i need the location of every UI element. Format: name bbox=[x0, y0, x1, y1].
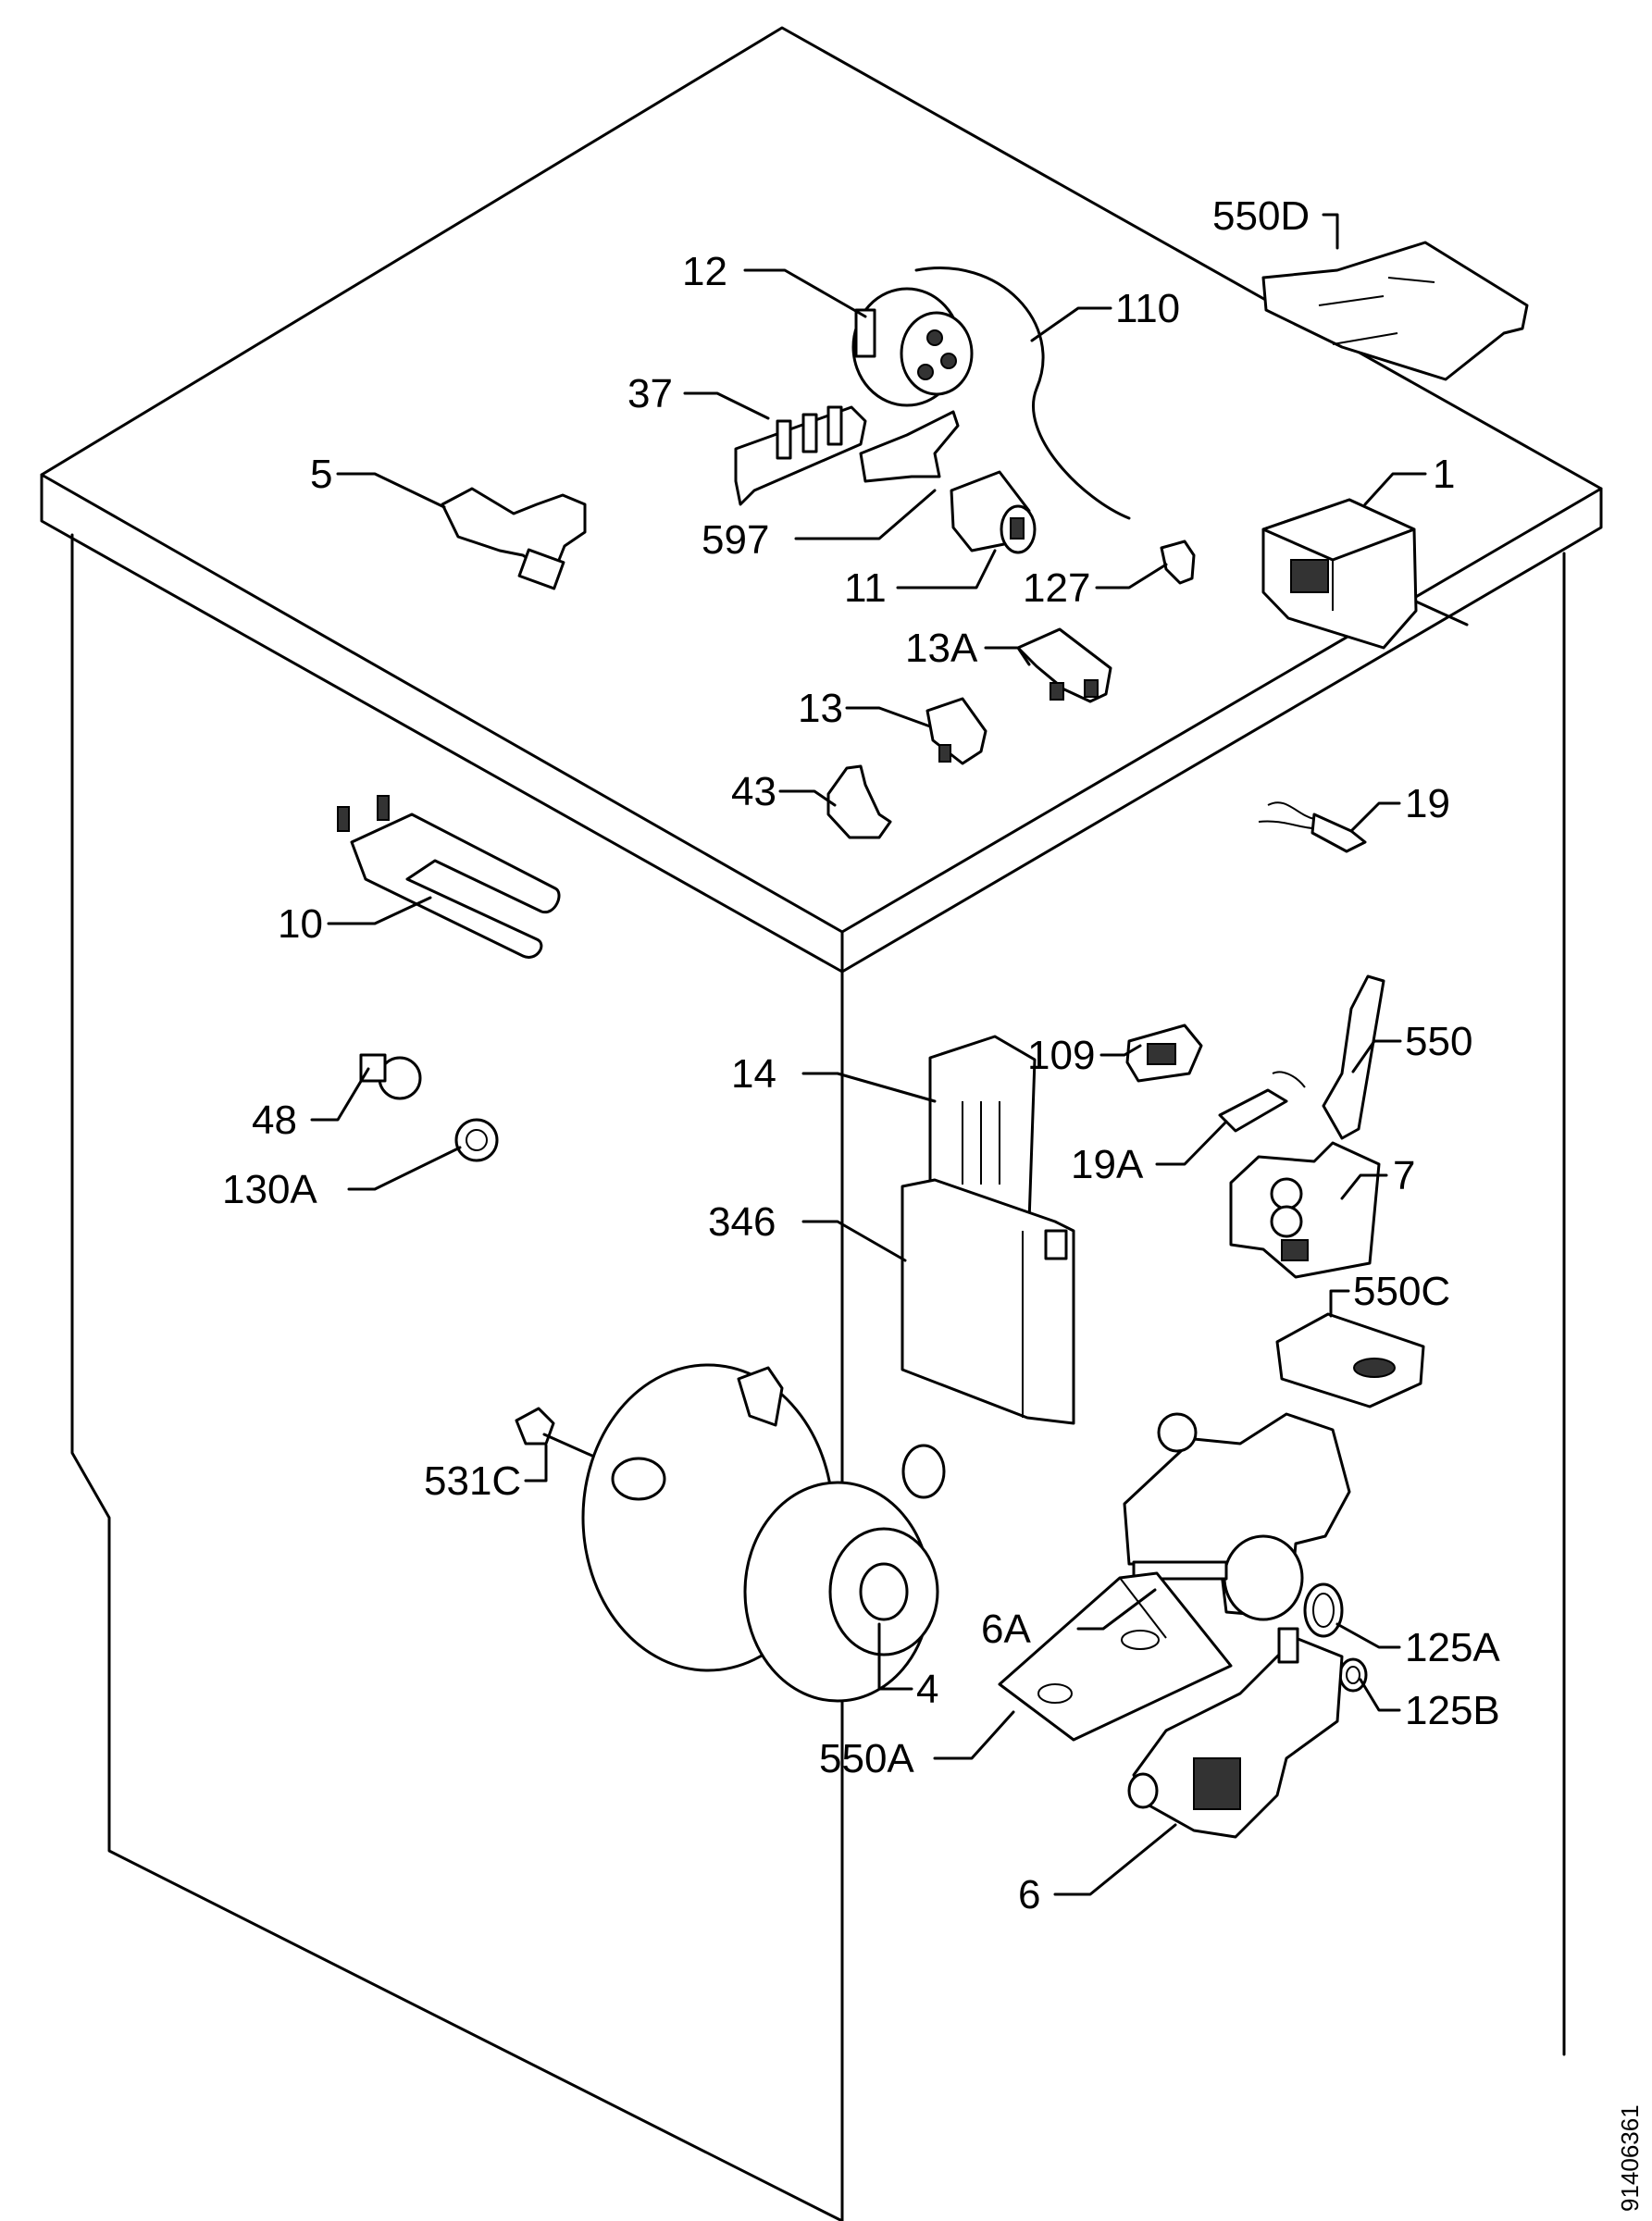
label-10: 10 bbox=[278, 901, 323, 947]
label-5: 5 bbox=[310, 452, 332, 497]
part-125b-seal bbox=[1338, 1657, 1368, 1693]
label-4: 4 bbox=[916, 1667, 938, 1712]
label-37: 37 bbox=[627, 371, 673, 416]
label-550d: 550D bbox=[1212, 193, 1310, 239]
label-550a: 550A bbox=[819, 1736, 914, 1781]
part-19-sensor bbox=[1258, 801, 1367, 853]
part-597-clip bbox=[859, 410, 960, 483]
label-110: 110 bbox=[1115, 286, 1180, 331]
part-550-lever bbox=[1322, 974, 1385, 1140]
part-127-connector bbox=[1160, 540, 1196, 585]
leader-lines bbox=[310, 213, 1427, 1896]
label-13a: 13A bbox=[905, 626, 978, 671]
part-13a-connector bbox=[1016, 627, 1112, 703]
part-11-capacitor bbox=[950, 470, 1037, 554]
part-37-bracket bbox=[734, 405, 867, 506]
label-6: 6 bbox=[1018, 1872, 1040, 1917]
label-550c: 550C bbox=[1353, 1269, 1450, 1314]
label-14: 14 bbox=[731, 1051, 776, 1097]
part-550d-cover bbox=[1261, 241, 1529, 381]
part-1-timer bbox=[1261, 498, 1469, 650]
label-11: 11 bbox=[844, 565, 887, 611]
label-125a: 125A bbox=[1405, 1625, 1500, 1670]
label-43: 43 bbox=[731, 769, 776, 814]
part-6a-pump-housing bbox=[1123, 1412, 1351, 1621]
part-labels: 550D 12 110 37 5 597 1 11 127 13A 13 43 … bbox=[222, 193, 1500, 1917]
label-6a: 6A bbox=[981, 1607, 1031, 1652]
label-597: 597 bbox=[702, 517, 769, 563]
label-346: 346 bbox=[708, 1199, 776, 1245]
part-346-housing bbox=[901, 1178, 1075, 1425]
label-7: 7 bbox=[1393, 1153, 1415, 1198]
part-10-heating-element bbox=[337, 795, 561, 959]
label-19a: 19A bbox=[1071, 1142, 1144, 1187]
part-48-switch bbox=[359, 1053, 422, 1100]
part-125a-seal bbox=[1303, 1582, 1344, 1638]
part-109-plug bbox=[1125, 1024, 1203, 1083]
label-19: 19 bbox=[1405, 781, 1450, 826]
part-19a-sensor bbox=[1218, 1071, 1306, 1133]
part-13-connector bbox=[925, 697, 987, 765]
part-110-hose bbox=[914, 267, 1131, 520]
part-43-switch bbox=[826, 764, 892, 839]
part-550c-cover bbox=[1275, 1312, 1425, 1408]
document-number: 91406361 bbox=[1616, 2104, 1644, 2212]
label-127: 127 bbox=[1023, 565, 1090, 611]
label-13: 13 bbox=[798, 686, 843, 731]
label-1: 1 bbox=[1433, 452, 1455, 497]
label-12: 12 bbox=[682, 249, 727, 294]
part-4-motor bbox=[581, 1363, 946, 1703]
label-130a: 130A bbox=[222, 1167, 317, 1212]
label-109: 109 bbox=[1027, 1033, 1095, 1078]
label-531c: 531C bbox=[424, 1458, 521, 1504]
part-550a-tray bbox=[998, 1571, 1233, 1742]
part-7-door-lock bbox=[1229, 1141, 1381, 1279]
part-5-valve bbox=[441, 487, 587, 590]
label-48: 48 bbox=[252, 1098, 297, 1143]
part-130a-nut bbox=[454, 1118, 499, 1162]
label-125b: 125B bbox=[1405, 1688, 1500, 1733]
part-6-drain-pump bbox=[1127, 1627, 1344, 1839]
part-12-pressure-switch bbox=[851, 287, 974, 407]
label-550: 550 bbox=[1405, 1019, 1472, 1064]
